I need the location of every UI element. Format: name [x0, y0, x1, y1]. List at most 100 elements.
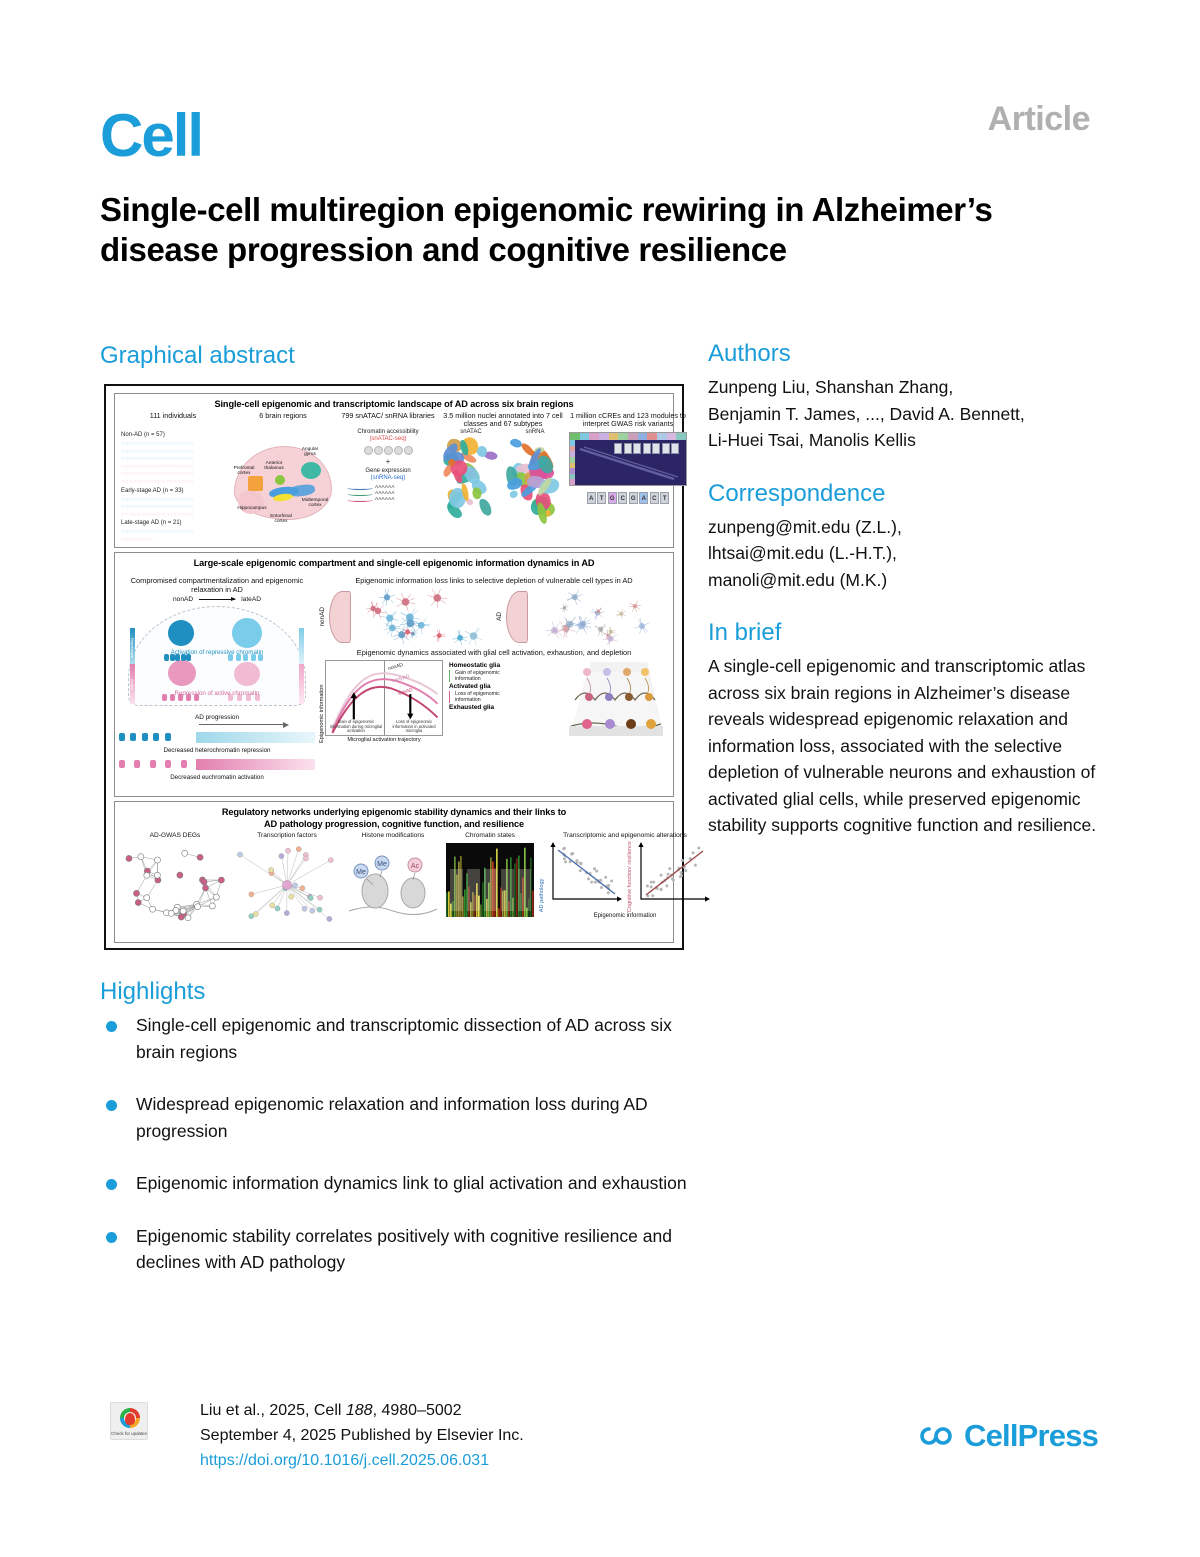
heatmap-row-annotation	[570, 440, 575, 485]
brain-label-entorhinal: Entorhinal cortex	[270, 514, 292, 525]
svg-text:Me: Me	[377, 861, 387, 868]
authors-line-1: Zunpeng Liu, Shanshan Zhang,	[708, 377, 954, 397]
bullet-icon	[106, 1100, 117, 1111]
state-exhausted-glia: Exhausted glia	[449, 704, 495, 712]
state-activated-glia: Activated glia	[449, 683, 491, 691]
axis-active-right	[299, 664, 304, 705]
glial-dynamics-caption: Epigenomic dynamics associated with glia…	[356, 647, 632, 657]
hetero-gradient-bar	[196, 731, 315, 743]
ga-umap-column: 3.5 million nuclei annotated into 7 cell…	[439, 411, 567, 543]
heterochromatin-relaxed-icon	[232, 618, 262, 649]
ga-brain-regions-column: 6 brain regions Prefrontal cortex Anteri…	[229, 411, 337, 543]
ccre-module-heatmap	[569, 432, 687, 486]
correspondence-email-3[interactable]: manoli@mit.edu (M.K.)	[708, 569, 888, 590]
arrow-gain-info: Gain of epigenomic information	[449, 670, 515, 683]
cellpress-logo[interactable]: CellPress	[920, 1418, 1099, 1454]
scatter-negative-correlation	[550, 842, 622, 902]
ga-panel-2: Large-scale epigenomic compartment and s…	[114, 552, 674, 797]
authors-heading: Authors	[708, 340, 791, 367]
journal-logo[interactable]: Cell	[100, 102, 204, 169]
ga-panel-2-right: Epigenomic information loss links to sel…	[319, 576, 669, 743]
hetero-bar-caption: Decreased heterochromatin repression	[163, 747, 271, 755]
cerebellum-icon	[238, 490, 264, 514]
ga-col-caption: 3.5 million nuclei annotated into 7 cell…	[443, 411, 563, 429]
highlight-item: Epigenomic information dynamics link to …	[100, 1170, 700, 1197]
trajectory-note-loss: Loss of epigenomic information in activa…	[392, 718, 436, 734]
ga-gwas-network-column: AD-GWAS DEGs	[121, 832, 229, 927]
nucleosomes-blue-right	[228, 648, 264, 666]
scatter-xlabel: Epigenomic information	[593, 913, 657, 920]
ga-panel-3-title-line2: AD pathology progression, cognitive func…	[264, 819, 524, 829]
nucleosome-chain-icon	[339, 446, 437, 455]
group-label-late: Late-stage AD (n = 21)	[121, 520, 182, 527]
ga-chromatin-states-column: Chromatin states	[445, 832, 535, 927]
doi-link[interactable]: https://doi.org/10.1016/j.cell.2025.06.0…	[200, 1452, 490, 1469]
cell-illustration-nonad	[354, 588, 492, 646]
scatter-ylabel-ad-pathology: AD pathology	[539, 878, 545, 913]
correspondence-block: Correspondence zunpeng@mit.edu (Z.L.), l…	[708, 480, 1098, 594]
svg-text:Me: Me	[356, 869, 366, 876]
trajectory-curves	[331, 672, 439, 734]
ga-individuals-column: 111 individuals Non-AD (n = 57) ○○○○○○○○…	[119, 411, 227, 543]
p3-caption-tf: Transcription factors	[257, 832, 317, 839]
euchromatin-relaxed-icon	[234, 662, 260, 687]
axis-repressive-left: Repressive	[130, 628, 135, 669]
ad-progression-arrow-icon	[199, 721, 289, 728]
information-loss-subtitle: Epigenomic information loss links to sel…	[355, 576, 633, 585]
authors-line-2: Benjamin T. James, ..., David A. Bennett…	[708, 403, 1025, 424]
brain-label-midtemporal: Midtemporal cortex	[301, 498, 329, 509]
p3-caption-gwas: AD-GWAS DEGs	[149, 832, 201, 839]
nucleosomes-pink-left	[162, 688, 200, 706]
p3-caption-alterations: Transcriptomic and epigenomic alteration…	[563, 832, 687, 839]
trajectory-plot-area: nonAD earlyAD lateAD Gain of epigenomic …	[325, 660, 443, 737]
right-metadata-column: Authors Zunpeng Liu, Shanshan Zhang, Ben…	[708, 340, 1098, 839]
in-brief-heading: In brief	[708, 619, 782, 646]
cell-illustration-ad	[531, 589, 669, 646]
assay-2-tag: (snRNA-seq)	[370, 475, 406, 481]
euchrom-gradient-bar	[196, 758, 315, 770]
hetero-bar-row	[119, 728, 315, 746]
scatter-positive-correlation	[638, 842, 710, 902]
ad-cell-row: AD	[496, 589, 669, 646]
axis-active-left: Active	[130, 664, 135, 705]
ga-panel-1-title: Single-cell epigenomic and transcriptomi…	[214, 399, 574, 409]
ga-col-caption: 6 brain regions	[259, 411, 307, 420]
citation-suffix: , 4980–5002	[372, 1402, 462, 1419]
dot-array-late: ○○○○○○○○○○○○○○○○○○○○○○○○○○	[121, 529, 194, 543]
waddington-surface	[569, 662, 663, 737]
bullet-icon	[106, 1021, 117, 1032]
assay-1-label: Chromatin accessibility	[357, 429, 419, 435]
dna-base: T	[597, 492, 607, 504]
umap-label-snatac: snATAC	[460, 429, 482, 435]
region-prefrontal-cortex	[248, 476, 263, 491]
euchromatin-compact-icon	[168, 660, 196, 687]
correspondence-heading: Correspondence	[708, 479, 886, 507]
heatmap-chip-row	[614, 443, 679, 454]
article-type-label: Article	[987, 100, 1091, 138]
gwas-network-graph	[121, 841, 229, 927]
citation-line-1: Liu et al., 2025, Cell 188, 4980–5002	[200, 1398, 524, 1423]
dna-base: G	[628, 492, 638, 504]
crossmark-label: Check for updates	[111, 1431, 147, 1436]
citation-volume: 188	[345, 1402, 373, 1419]
page-header: Cell Article	[100, 100, 1091, 190]
ga-assays-column: 799 snATAC/ snRNA libraries Chromatin ac…	[339, 411, 437, 543]
mrna-transcripts-icon: AAAAAA AAAAAA AAAAAA	[339, 484, 437, 502]
compartment-subtitle: Compromised compartmentalization and epi…	[130, 576, 304, 594]
chromatin-state-heatmap	[446, 843, 534, 917]
cellpress-wordmark: CellPress	[964, 1418, 1099, 1453]
highlights-heading: Highlights	[100, 978, 206, 1005]
authors-block: Authors Zunpeng Liu, Shanshan Zhang, Ben…	[708, 340, 1098, 454]
highlight-item: Widespread epigenomic relaxation and inf…	[100, 1091, 700, 1144]
ga-panel-3-title-line1: Regulatory networks underlying epigenomi…	[221, 807, 567, 817]
polya-1: AAAAAA	[375, 484, 395, 489]
scatter-ylabel-cognitive: Cognitive function/ resilience	[627, 841, 633, 913]
correlation-scatter-plots: AD pathology Cognitive function/ resilie…	[539, 841, 711, 927]
correspondence-email-2[interactable]: lhtsai@mit.edu (L.-H.T.),	[708, 543, 897, 563]
umap-snrna-plot	[503, 436, 567, 525]
crossmark-badge-icon[interactable]: Check for updates	[110, 1402, 148, 1440]
dot-array-nonad: ○○○○○○○○○○○○○○○○○○○○○○○○○○○○○○○○○○○○○○○○…	[121, 441, 194, 485]
correspondence-email-1[interactable]: zunpeng@mit.edu (Z.L.),	[708, 516, 902, 537]
